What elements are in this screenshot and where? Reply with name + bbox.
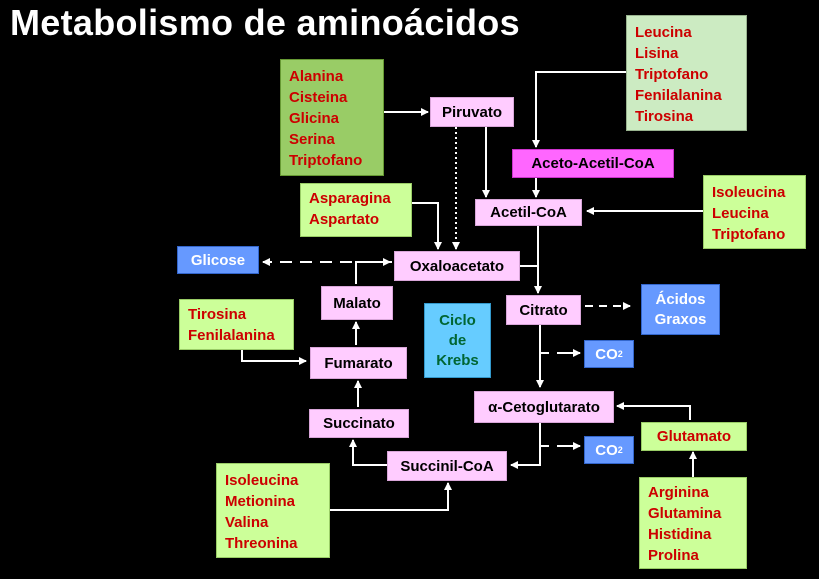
node-alfa-cetoglutarato: α-Cetoglutarato: [474, 391, 614, 423]
node-ciclo-de-krebs: Ciclo de Krebs: [424, 303, 491, 378]
aa-label: Triptofano: [635, 66, 709, 83]
node-aceto-acetil-coa: Aceto-Acetil-CoA: [512, 149, 674, 178]
aa-label: Triptofano: [712, 226, 786, 243]
aa-label: Isoleucina: [712, 184, 786, 201]
aa-label: Alanina: [289, 68, 344, 85]
node-malato: Malato: [321, 286, 393, 320]
node-acidos-graxos: Ácidos Graxos: [641, 284, 720, 335]
krebs-line: Ciclo: [439, 311, 476, 329]
aa-label: Valina: [225, 514, 269, 531]
node-oxaloacetato: Oxaloacetato: [394, 251, 520, 281]
node-piruvato: Piruvato: [430, 97, 514, 127]
co2-subscript: 2: [617, 445, 623, 455]
aa-group-succinil-coa: Isoleucina Metionina Valina Threonina: [216, 463, 330, 558]
aa-label: Prolina: [648, 547, 699, 564]
aa-label: Tirosina: [635, 108, 694, 125]
aa-label: Histidina: [648, 526, 712, 543]
aa-group-acetil-coa: Isoleucina Leucina Triptofano: [703, 175, 806, 249]
aa-label: Tirosina: [188, 306, 247, 323]
aa-label: Cisteina: [289, 89, 348, 106]
aa-label: Serina: [289, 131, 335, 148]
aa-label: Lisina: [635, 45, 679, 62]
aa-label: Triptofano: [289, 152, 363, 169]
node-succinil-coa: Succinil-CoA: [387, 451, 507, 481]
node-glutamato: Glutamato: [641, 422, 747, 451]
aa-label: Fenilalanina: [188, 327, 275, 344]
aa-label: Leucina: [635, 24, 692, 41]
aa-label: Metionina: [225, 493, 295, 510]
node-glicose: Glicose: [177, 246, 259, 274]
acidos-graxos-line: Ácidos: [655, 290, 706, 308]
co2-text: CO: [595, 441, 618, 459]
aa-label: Fenilalanina: [635, 87, 722, 104]
node-citrato: Citrato: [506, 295, 581, 325]
aa-group-piruvato: Alanina Cisteina Glicina Serina Triptofa…: [280, 59, 384, 176]
aa-label: Arginina: [648, 484, 709, 501]
co2-text: CO: [595, 345, 618, 363]
aa-group-fumarato: Tirosina Fenilalanina: [179, 299, 294, 350]
page-title: Metabolismo de aminoácidos: [10, 2, 520, 43]
aa-group-glutamato: Arginina Glutamina Histidina Prolina: [639, 477, 747, 569]
aa-label: Threonina: [225, 535, 298, 552]
aa-group-aceto-acetil: Leucina Lisina Triptofano Fenilalanina T…: [626, 15, 747, 131]
krebs-line: de: [448, 331, 467, 349]
node-acetil-coa: Acetil-CoA: [475, 199, 582, 226]
node-succinato: Succinato: [309, 409, 409, 438]
co2-subscript: 2: [617, 349, 623, 359]
acidos-graxos-line: Graxos: [654, 310, 707, 328]
krebs-line: Krebs: [436, 351, 479, 369]
aa-label: Aspartato: [309, 211, 380, 228]
aa-group-oxaloacetato: Asparagina Aspartato: [300, 183, 412, 237]
aa-label: Leucina: [712, 205, 769, 222]
aa-label: Glutamina: [648, 505, 722, 522]
aa-label: Asparagina: [309, 190, 391, 207]
node-fumarato: Fumarato: [310, 347, 407, 379]
aa-label: Glicina: [289, 110, 340, 127]
aa-label: Isoleucina: [225, 472, 299, 489]
